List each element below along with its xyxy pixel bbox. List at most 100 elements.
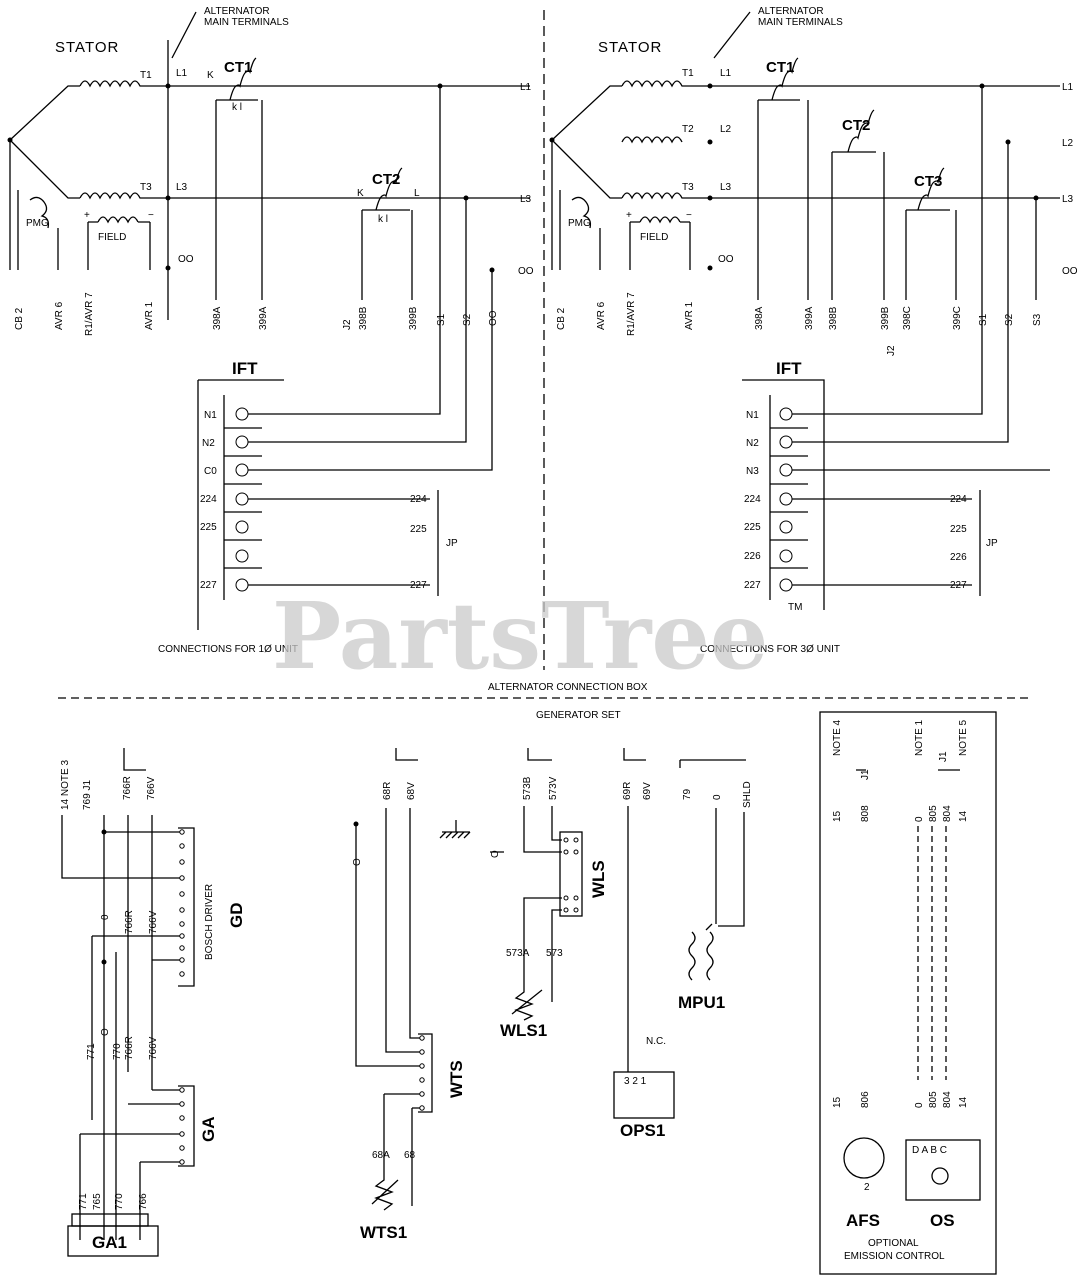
alternator-terminals-label-3p: ALTERNATOR MAIN TERMINALS [758, 6, 843, 28]
lbl-399a: 399A [258, 306, 269, 330]
lbl-avr1: AVR 1 [144, 301, 155, 330]
lbl-gd-0: 0 [100, 914, 111, 920]
node-gd2 [101, 959, 107, 965]
ct2-label-3p: CT2 [842, 117, 870, 134]
ift-screw [779, 407, 793, 421]
l1-out-3p: L1 [1062, 82, 1074, 93]
ift-screw [779, 520, 793, 534]
pin [563, 895, 569, 901]
pin [179, 875, 185, 881]
ct1-leads-3p [757, 99, 809, 300]
lbl-emi-15: 15 [832, 810, 843, 822]
ift-224-3p: 224 [744, 494, 761, 505]
lbl-766v: 766V [146, 776, 157, 800]
lbl-j1-b: J1 [938, 751, 949, 762]
gd-ga-section: 14 NOTE 3 769 J1 766R 766V 0 766R 766V B… [60, 748, 246, 1257]
ift-sense-wires [248, 300, 493, 471]
ift-terminals-3p [779, 407, 793, 592]
pin [419, 1105, 425, 1111]
bottom-labels-3p: CB 2 AVR 6 R1/AVR 7 AVR 1 398A 399A 398B… [556, 292, 1043, 356]
ift-226-3p: 226 [744, 551, 761, 562]
os-element-icon [931, 1167, 949, 1185]
lbl-ga1-771: 771 [78, 1193, 89, 1210]
wls-connector [559, 831, 583, 917]
node-s2-3p [1005, 139, 1011, 145]
ift-screw [235, 463, 249, 477]
ops1-body [613, 1071, 675, 1119]
pmg-coil-3p [571, 196, 592, 229]
pin [179, 1159, 185, 1165]
lbl-398b-3p: 398B [828, 306, 839, 330]
node-l2-3p [707, 139, 713, 145]
wls-label: WLS [589, 860, 608, 898]
lbl-68a: 68A [372, 1150, 390, 1161]
stator-coil-t3-3p [621, 192, 710, 200]
ct1-coil-3p [771, 57, 799, 101]
lbl-wls-o: O [490, 850, 501, 858]
sense-leads-3p [981, 86, 1037, 300]
ift-screw [235, 578, 249, 592]
afs-pin-2: 2 [864, 1182, 870, 1193]
lbl-gd-766r: 766R [124, 910, 135, 934]
pmg-coil [29, 196, 50, 229]
lbl-573: 573 [546, 948, 563, 959]
genset-label: GENERATOR SET [536, 710, 621, 721]
lbl-j2: J2 [342, 319, 353, 330]
lbl-398a: 398A [212, 306, 223, 330]
lbl-r1avr7-3p: R1/AVR 7 [626, 292, 637, 336]
pin [179, 957, 185, 963]
wls-connector-body [559, 831, 583, 917]
ift-screw [779, 492, 793, 506]
lbl-emi-0: 0 [914, 816, 925, 822]
caption-1p: CONNECTIONS FOR 1Ø UNIT [158, 644, 298, 655]
lbl-mpu-0: 0 [712, 794, 723, 800]
node-wts [353, 821, 359, 827]
wts-label: WTS [447, 1060, 466, 1098]
ct2-coil [375, 167, 403, 211]
t1-label-3p: T1 [682, 68, 694, 79]
node-oo-3p [707, 265, 713, 271]
jp-224: 224 [410, 494, 427, 505]
lbl-68r: 68R [382, 782, 393, 800]
l3-label: L3 [176, 182, 188, 193]
ift-jumper-wires-3p [792, 490, 981, 596]
bottom-labels-1p: CB 2 AVR 6 R1/AVR 7 AVR 1 398A 399A J2 3… [14, 292, 499, 336]
stator-coil-t2-3p [621, 136, 683, 144]
lbl-emi-b804: 804 [942, 1091, 953, 1108]
pmg-label-3p: PMG [568, 218, 591, 229]
lbl-emi-804: 804 [942, 805, 953, 822]
field-coil-3p [630, 216, 690, 224]
wls1-resistor [511, 984, 553, 1021]
lbl-573b: 573B [522, 776, 533, 800]
ga1-body [67, 1225, 159, 1257]
ift-screw [235, 407, 249, 421]
lbl-s2-3p: S2 [1004, 313, 1015, 326]
ift-frame-1p [197, 379, 284, 630]
ift-label-3p: IFT [776, 359, 802, 378]
field-minus: − [148, 210, 154, 221]
node-s2 [463, 195, 469, 201]
lbl-avr6: AVR 6 [54, 301, 65, 330]
ift-n1: N1 [204, 410, 217, 421]
jp-227-3p: 227 [950, 580, 967, 591]
jp-224-3p: 224 [950, 494, 967, 505]
ops-section: 69R 69V N.C. 3 2 1 OPS1 [613, 748, 675, 1140]
gd-label: GD [227, 903, 246, 929]
lbl-cb2-3p: CB 2 [556, 307, 567, 330]
mpu-section: 79 0 SHLD MPU1 [678, 759, 753, 1012]
stator-neutral-node [7, 137, 13, 143]
lbl-oo: OO [488, 310, 499, 326]
pin [179, 843, 185, 849]
stator-wye-3p [551, 85, 622, 270]
field-leads [87, 222, 151, 270]
field-label-3p: FIELD [640, 232, 668, 243]
oo-out-label: OO [518, 266, 534, 277]
lbl-emi-b805: 805 [928, 1091, 939, 1108]
t1-label: T1 [140, 70, 152, 81]
lbl-j1-a: J1 [860, 769, 871, 780]
os-label: OS [930, 1211, 955, 1230]
ct2-leads-3p [831, 151, 885, 300]
ift-n3-3p: N3 [746, 466, 759, 477]
node-s1-3p [979, 83, 985, 89]
stator-neutral-3p [549, 137, 555, 143]
